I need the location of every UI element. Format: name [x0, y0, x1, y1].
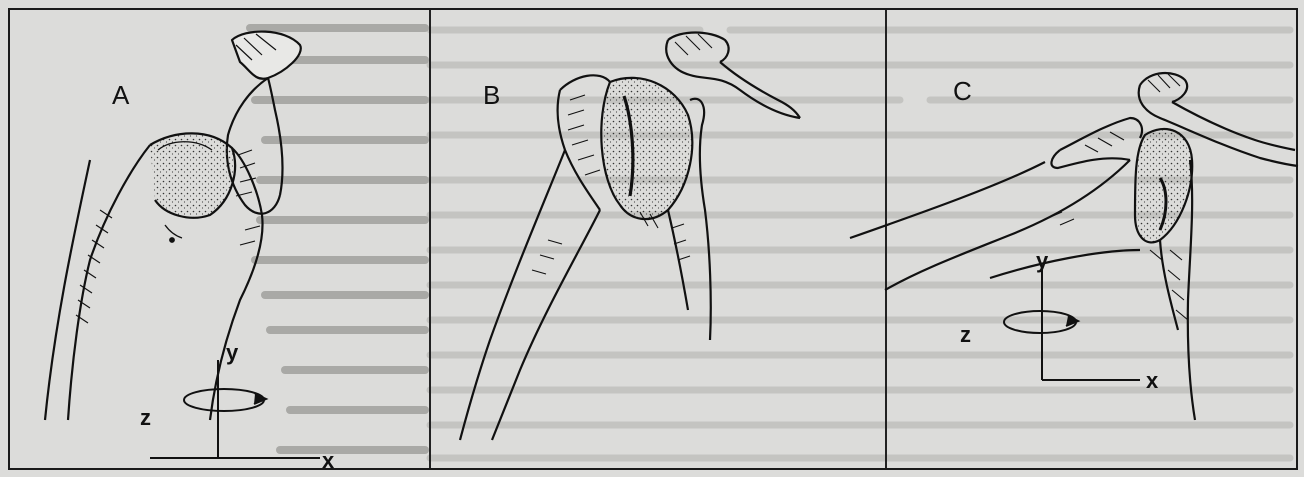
- axis-label-x-c: x: [1146, 368, 1158, 394]
- axis-label-z-a: z: [140, 405, 151, 431]
- panel-label-b: B: [483, 80, 500, 111]
- panel-b-scapula: [460, 33, 800, 441]
- panel-label-c: C: [953, 76, 972, 107]
- panel-a-scapula: [45, 32, 301, 420]
- panel-a-axes: [150, 360, 320, 458]
- panel-c-axes: [1004, 268, 1140, 380]
- axis-label-x-a: x: [322, 448, 334, 474]
- axis-label-y-a: y: [226, 340, 238, 366]
- panel-label-a: A: [112, 80, 129, 111]
- panel-c-scapula: [850, 73, 1298, 420]
- axis-label-y-c: y: [1036, 248, 1048, 274]
- rotation-arrow-icon: [1004, 311, 1076, 333]
- rotation-arrow-icon: [184, 389, 264, 411]
- axis-label-z-c: z: [960, 322, 971, 348]
